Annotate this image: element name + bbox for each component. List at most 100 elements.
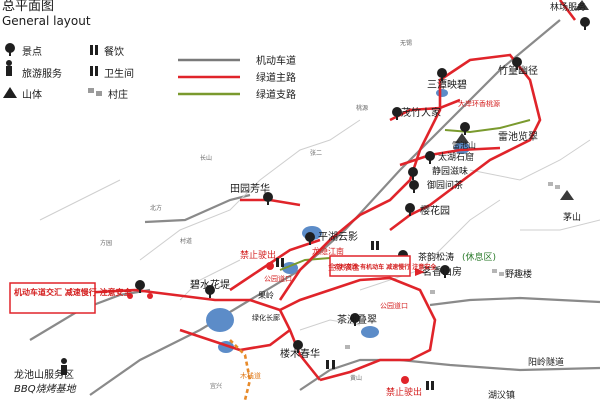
label-maoshan: 茅山 (563, 212, 581, 223)
tree-icon (135, 280, 145, 290)
tree-trunk (209, 294, 211, 298)
motor-road-west (29, 288, 151, 341)
label-jingyuan: 静园滋味 (432, 165, 468, 177)
label-mudao: 木栈道 (240, 371, 261, 380)
tree-trunk (139, 289, 141, 293)
label-dahexiang: 大岸环香桃源 (458, 99, 500, 108)
service-person-head (61, 358, 67, 364)
label-leichi-view: 雷池览翠 (498, 130, 538, 143)
legend-mountain-label: 山体 (22, 89, 42, 101)
greenway-main (19, 0, 577, 382)
label-leichishan: 雷池山 (452, 140, 476, 150)
legend-scenic-label: 景点 (22, 46, 42, 58)
label-chayun: 茶韵松涛 (418, 251, 454, 263)
legend-dining-icon (90, 45, 93, 55)
main-north-inner (399, 146, 501, 167)
mountain-maoshan-icon (560, 190, 574, 200)
label-chazhou: 茶洲叠翠 (337, 313, 377, 326)
label-bbq: BBQ烧烤基地 (14, 383, 77, 395)
motor-road-main (89, 19, 561, 396)
lake-chazhou (361, 326, 379, 338)
restroom-icon (326, 360, 329, 369)
tree-trunk (584, 26, 586, 30)
main-south-loop (279, 276, 437, 382)
tree-icon (408, 167, 418, 177)
mountain-leichi-icon (455, 133, 469, 143)
tree-icon (440, 265, 450, 275)
service-person-icon (61, 365, 67, 375)
legend-village-label: 村庄 (108, 88, 128, 101)
entrance-marker (147, 293, 153, 299)
label-jinjia: 金家农舍 (328, 262, 360, 272)
label-changshan: 长山 (200, 154, 212, 162)
tree-icon (205, 285, 215, 295)
label-guoyuan-top: 公园道口 (264, 274, 292, 283)
dining-icon (276, 258, 279, 267)
warning-box-2 (329, 255, 411, 277)
tree-trunk (441, 77, 443, 81)
tree-icon (460, 122, 470, 132)
tree-trunk (354, 322, 356, 326)
label-tianyuan: 田园芳华 (230, 182, 270, 195)
label-yixing: 宜兴 (210, 382, 222, 390)
label-village-road: 村道 (180, 237, 192, 245)
label-zhang-er: 张二 (310, 149, 322, 157)
motor-road-east (429, 296, 600, 307)
warning-box-1 (9, 282, 96, 314)
branch-leichi (444, 119, 531, 134)
label-lvhuachang: 绿化长廊 (252, 313, 280, 322)
tree-trunk (464, 131, 466, 135)
label-bei-fang: 北方 (150, 204, 162, 212)
label-huangshan: 黄山 (350, 374, 362, 382)
label-pinghu: 平湖云影 (318, 231, 358, 243)
restroom-icon (332, 360, 335, 369)
warning-text-2: 农村道路 有机动车 减速慢行 注意安全 (333, 263, 437, 271)
label-yequ: 野趣楼 (505, 268, 532, 280)
tree-trunk (409, 212, 411, 216)
legend-dining-label: 餐饮 (104, 45, 124, 58)
dining-icon (431, 381, 434, 390)
legend-mountain-icon (3, 87, 17, 98)
warning-text-1: 机动车道交汇 减速慢行 注意安全 (14, 287, 133, 297)
label-longyin: 龙隐江南 (312, 246, 344, 256)
restroom-icon (371, 241, 374, 250)
tree-trunk (444, 274, 446, 278)
legend-scenic-icon (5, 43, 15, 53)
tree-icon (512, 57, 522, 67)
label-guoyuan-bottom: 公园道口 (380, 301, 408, 310)
legend-branch-label: 绿道支路 (256, 88, 296, 101)
tree-icon (392, 107, 402, 117)
legend-motor-label: 机动车道 (256, 54, 296, 67)
label-no-entry-bottom: 禁止驶出 (386, 386, 422, 398)
tree-icon (425, 151, 435, 161)
label-longchi-service: 龙池山服务区 (14, 368, 74, 381)
legend-icons (3, 43, 240, 98)
arrow-icon (415, 268, 425, 276)
no-entry-markers (127, 262, 425, 384)
legend-service-icon (6, 66, 12, 76)
tree-trunk (516, 66, 518, 70)
tree-trunk (429, 160, 431, 164)
tree-icon (409, 180, 419, 190)
tree-trunk (309, 241, 311, 245)
main-north-loop (278, 53, 542, 301)
facility-icons (61, 241, 434, 390)
label-huhan: 湖㳇镇 (488, 389, 515, 400)
legend-restroom-icon (90, 66, 93, 76)
area-boundaries (39, 119, 600, 331)
restroom-icon (376, 241, 379, 250)
tree-trunk (297, 349, 299, 353)
label-no-entry-top: 禁止驶出 (240, 249, 276, 261)
tree-icon (263, 192, 273, 202)
label-yinghua: 樱花园 (420, 204, 450, 217)
dining-icon (426, 381, 429, 390)
motor-roads (29, 19, 600, 396)
label-mingchatan: 茗香山房 (422, 265, 462, 278)
label-rest-area: (休息区) (462, 251, 496, 263)
tree-icon (580, 17, 590, 27)
label-zhuanchun: 楼木春华 (280, 347, 320, 360)
map-labels: 总平面图 General layout 景点 餐饮 旅游服务 卫生间 山体 村庄… (2, 0, 586, 400)
tree-icon (293, 340, 303, 350)
main-center (229, 238, 321, 292)
